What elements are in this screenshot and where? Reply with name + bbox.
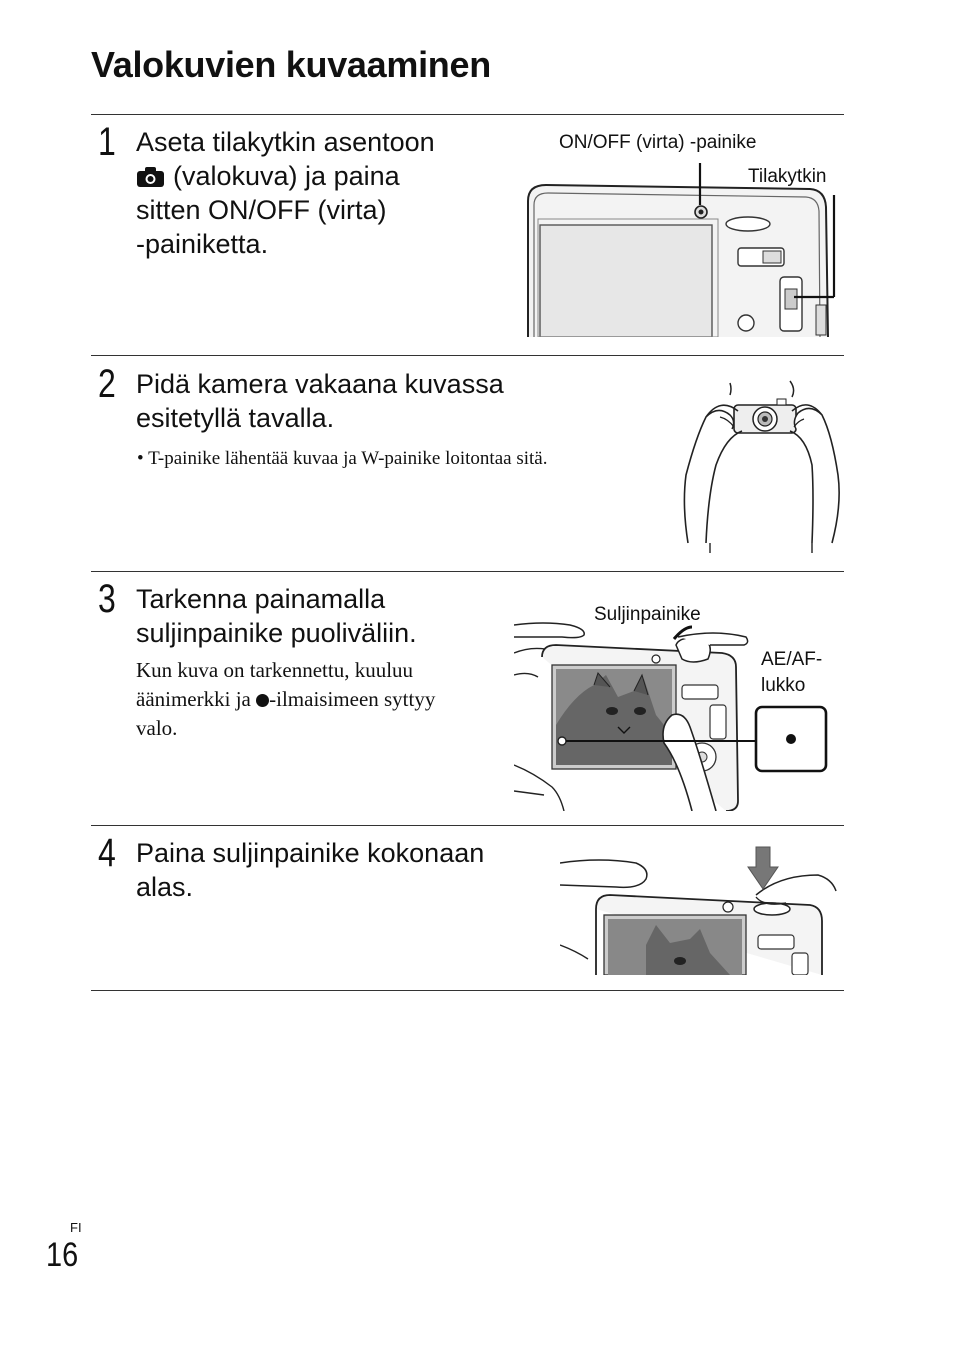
heading-line: -painiketta. xyxy=(136,227,435,261)
step-number: 2 xyxy=(98,362,116,407)
half-press-illustration xyxy=(514,615,834,811)
heading-line: Aseta tilakytkin asentoon xyxy=(136,125,435,159)
divider xyxy=(91,114,844,115)
body-line: äänimerkki ja -ilmaisimeen syttyy xyxy=(136,685,435,714)
heading-line: Tarkenna painamalla xyxy=(136,582,417,616)
heading-line: (valokuva) ja paina xyxy=(136,159,435,193)
step-number: 4 xyxy=(98,831,116,876)
page-title: Valokuvien kuvaaminen xyxy=(91,44,491,86)
heading-line: alas. xyxy=(136,870,484,904)
step-heading: Tarkenna painamalla suljinpainike puoliv… xyxy=(136,582,417,650)
body-line: valo. xyxy=(136,714,435,743)
heading-line: sitten ON/OFF (virta) xyxy=(136,193,435,227)
page-number: 16 xyxy=(46,1236,78,1275)
step-heading: Pidä kamera vakaana kuvassa esitetyllä t… xyxy=(136,367,504,435)
step-number: 1 xyxy=(98,120,116,165)
language-marker: FI xyxy=(70,1220,82,1235)
divider xyxy=(91,990,844,991)
body-line: Kun kuva on tarkennettu, kuuluu xyxy=(136,656,435,685)
heading-line: esitetyllä tavalla. xyxy=(136,401,504,435)
heading-line: Paina suljinpainike kokonaan xyxy=(136,836,484,870)
camera-top-illustration xyxy=(520,155,840,337)
tip-bullet: • T-painike lähentää kuvaa ja W-painike … xyxy=(137,444,547,473)
step-heading: Paina suljinpainike kokonaan alas. xyxy=(136,836,484,904)
step-body: Kun kuva on tarkennettu, kuuluu äänimerk… xyxy=(136,656,435,743)
focus-indicator-icon xyxy=(256,694,269,707)
divider xyxy=(91,825,844,826)
power-button-label: ON/OFF (virta) -painike xyxy=(559,130,756,156)
camera-icon xyxy=(136,162,165,184)
full-press-illustration xyxy=(560,845,840,975)
heading-line: Pidä kamera vakaana kuvassa xyxy=(136,367,504,401)
step-number: 3 xyxy=(98,577,116,622)
heading-line: suljinpainike puoliväliin. xyxy=(136,616,417,650)
divider xyxy=(91,355,844,356)
step-heading: Aseta tilakytkin asentoon (valokuva) ja … xyxy=(136,125,435,261)
holding-camera-illustration xyxy=(680,375,846,555)
divider xyxy=(91,571,844,572)
